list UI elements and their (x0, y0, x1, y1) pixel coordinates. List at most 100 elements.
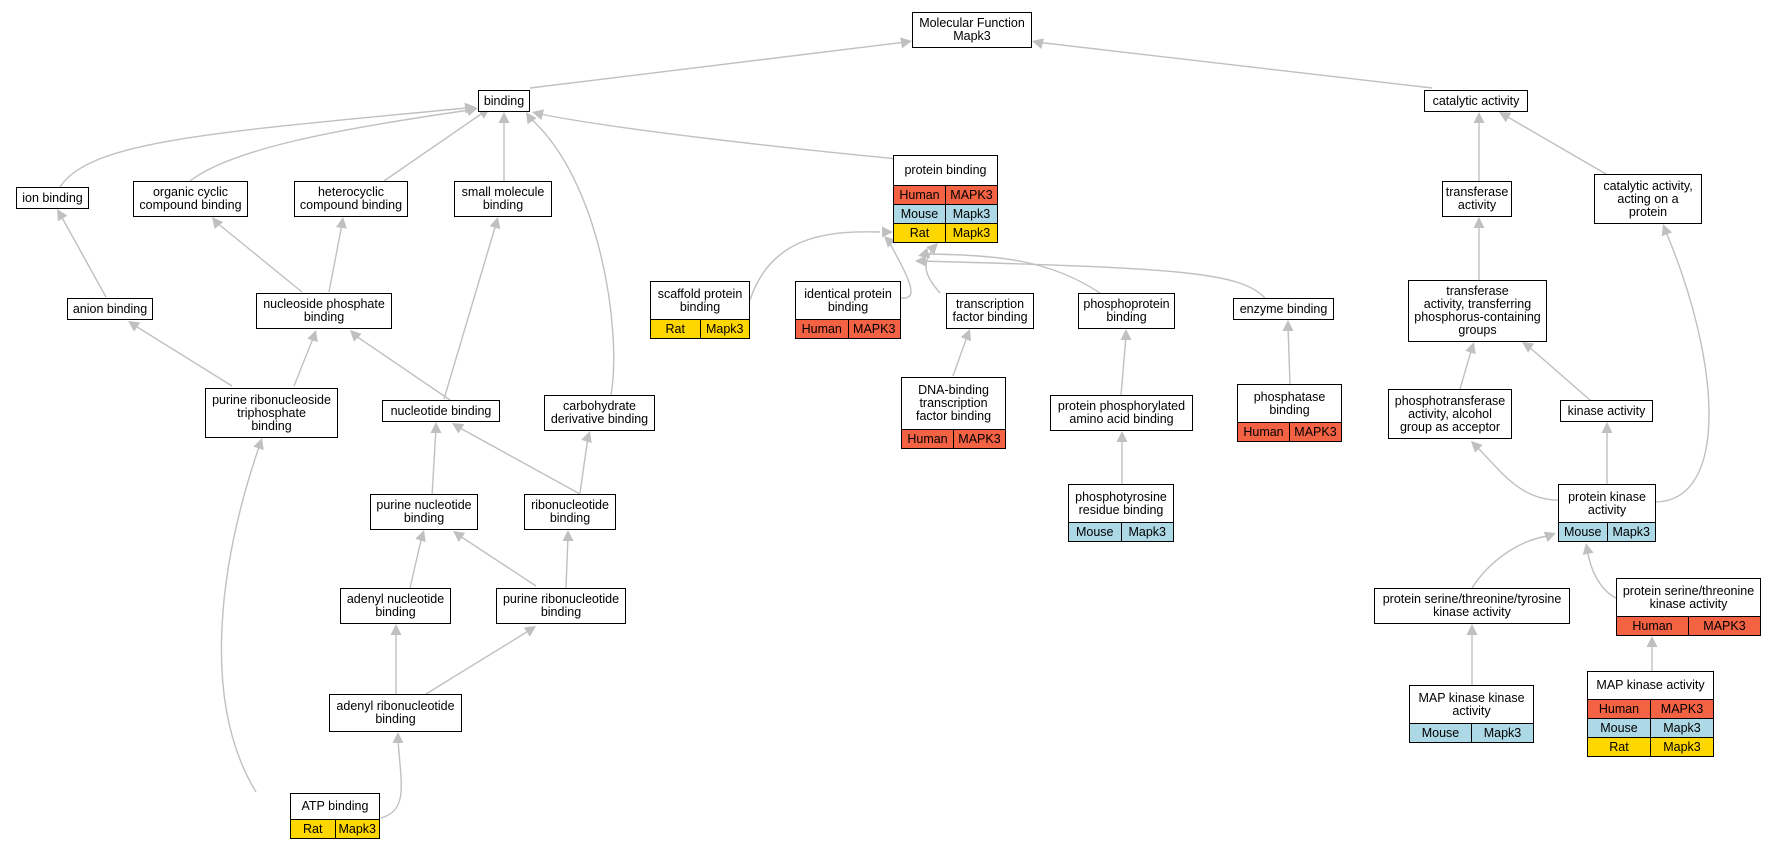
edge-line (887, 239, 912, 299)
species-name: Human (1632, 619, 1673, 633)
node-binding[interactable]: binding (478, 90, 530, 112)
node-protein-serine-threonine-tyrosine-kinase-activity[interactable]: protein serine/threonine/tyrosine kinase… (1374, 588, 1570, 624)
edge-line (383, 111, 485, 182)
edge-line (579, 436, 589, 494)
edge-arrowhead (1646, 636, 1658, 647)
node-protein-phosphorylated-amino-acid-binding[interactable]: protein phosphorylated amino acid bindin… (1050, 395, 1193, 431)
species-name: Mouse (1600, 721, 1638, 735)
node-nucleoside-phosphate-binding[interactable]: nucleoside phosphate binding (256, 293, 392, 329)
node-label: ribonucleotide binding (531, 498, 609, 525)
node-small-molecule-binding[interactable]: small molecule binding (454, 181, 552, 217)
node-ion-binding[interactable]: ion binding (16, 187, 89, 209)
edge-line (565, 535, 569, 589)
species-row-rat: Rat Mapk3 (894, 223, 997, 242)
edge-arrowhead (526, 112, 537, 125)
node-phosphoprotein-binding[interactable]: phosphoprotein binding (1078, 293, 1175, 329)
node-dna-binding-transcription-factor-binding[interactable]: DNA-binding transcription factor binding… (901, 377, 1006, 449)
node-label: anion binding (72, 301, 148, 316)
node-carbohydrate-derivative-binding[interactable]: carbohydrate derivative binding (544, 395, 655, 431)
node-adenyl-nucleotide-binding[interactable]: adenyl nucleotide binding (340, 588, 451, 624)
node-label: organic cyclic compound binding (139, 185, 242, 212)
edge-line (293, 335, 315, 387)
node-protein-serine-threonine-kinase-activity[interactable]: protein serine/threonine kinase activity… (1616, 578, 1761, 636)
node-label: DNA-binding transcription factor binding (915, 383, 992, 423)
edge-arrowhead (253, 438, 264, 451)
edge-arrowhead (1522, 342, 1535, 353)
edge-line (459, 535, 537, 587)
edge-line (380, 737, 402, 819)
node-transferase-activity[interactable]: transferase activity (1442, 181, 1512, 217)
gene-symbol: MAPK3 (1650, 700, 1713, 718)
species-name: Human (1598, 702, 1640, 716)
species-name: Mouse (1421, 726, 1460, 740)
edge-arrowhead (1120, 329, 1132, 340)
edge-arrowhead (1465, 342, 1476, 355)
node-label: phosphoprotein binding (1083, 297, 1170, 324)
node-nucleotide-binding[interactable]: nucleotide binding (382, 400, 500, 422)
node-purine-ribonucleotide-binding[interactable]: purine ribonucleotide binding (496, 588, 626, 624)
gene-symbol: Mapk3 (334, 820, 380, 838)
edge-arrowhead (498, 112, 510, 123)
edge-line (1655, 231, 1710, 503)
node-label: phosphotyrosine residue binding (1075, 489, 1167, 517)
edge-arrowhead (465, 105, 478, 117)
node-organic-cyclic-compound-binding[interactable]: organic cyclic compound binding (133, 181, 248, 217)
edge-line (189, 109, 471, 182)
node-adenyl-ribonucleotide-binding[interactable]: adenyl ribonucleotide binding (329, 694, 462, 732)
node-label: enzyme binding (1239, 301, 1328, 316)
node-molecular-function[interactable]: Molecular Function Mapk3 (912, 12, 1032, 48)
node-catalytic-activity[interactable]: catalytic activity (1424, 90, 1528, 112)
edge-arrowhead (415, 530, 426, 543)
node-transcription-factor-binding[interactable]: transcription factor binding (946, 293, 1034, 329)
edge-line (409, 535, 423, 589)
node-label: protein kinase activity (1568, 489, 1646, 517)
edge-arrowhead (532, 109, 545, 121)
node-anion-binding[interactable]: anion binding (67, 298, 153, 320)
node-label: phosphotransferase activity, alcohol gro… (1394, 393, 1506, 434)
edge-arrowhead (212, 217, 224, 230)
edge-arrowhead (1116, 431, 1128, 442)
edge-line (443, 223, 497, 400)
edge-arrowhead (562, 530, 574, 541)
edge-arrowhead (918, 247, 931, 259)
node-purine-nucleotide-binding[interactable]: purine nucleotide binding (370, 494, 478, 530)
node-purine-ribonucleoside-triphosphate-binding[interactable]: purine ribonucleoside triphosphate bindi… (205, 388, 338, 438)
node-ribonucleotide-binding[interactable]: ribonucleotide binding (524, 494, 616, 530)
gene-symbol: Mapk3 (945, 224, 997, 242)
edge-arrowhead (1473, 217, 1485, 228)
node-phosphotransferase-activity[interactable]: phosphotransferase activity, alcohol gro… (1388, 389, 1512, 439)
node-label: protein serine/threonine/tyrosine kinase… (1382, 592, 1562, 619)
edge-arrowhead (1582, 543, 1594, 555)
node-catalytic-activity-acting-on-protein[interactable]: catalytic activity, acting on a protein (1594, 174, 1702, 224)
node-transferase-activity-transferring-phosphorus[interactable]: transferase activity, transferring phosp… (1408, 280, 1547, 342)
node-heterocyclic-compound-binding[interactable]: heterocyclic compound binding (294, 181, 408, 217)
node-enzyme-binding[interactable]: enzyme binding (1233, 298, 1334, 320)
edge-line (1586, 547, 1617, 599)
species-name: Rat (1609, 740, 1629, 754)
node-kinase-activity[interactable]: kinase activity (1560, 400, 1653, 422)
species-name: Rat (909, 226, 930, 240)
edge-arrowhead (1282, 320, 1294, 331)
edge-line (59, 213, 107, 298)
edge-line (1475, 445, 1559, 501)
edge-line (529, 117, 615, 396)
species-row-human: Human MAPK3 (1588, 699, 1713, 718)
edge-line (1287, 325, 1291, 385)
